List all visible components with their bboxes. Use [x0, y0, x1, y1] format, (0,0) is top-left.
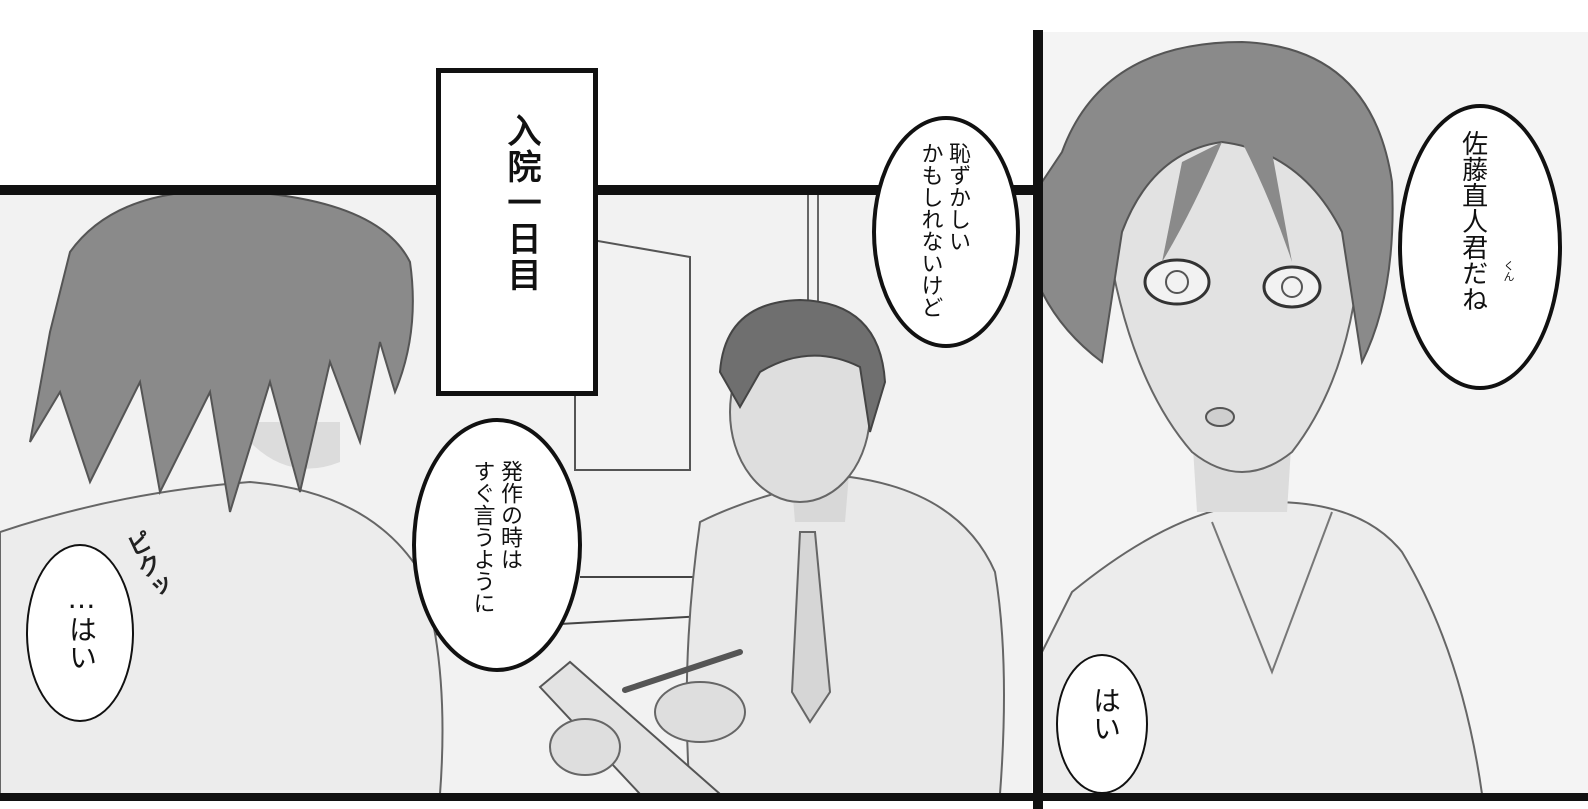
caption-box: 入院一日目	[436, 68, 598, 396]
speech-bubble-reply-right: はい	[1056, 654, 1148, 794]
speech-text-reply-left: …はい	[65, 582, 98, 671]
speech-bubble-reply-left: …はい	[26, 544, 134, 722]
speech-text-embarrassed: 恥ずかしい かもしれないけど	[917, 142, 971, 318]
speech-bubble-name: 佐藤直人君だね くん	[1398, 104, 1562, 390]
caption-text: 入院一日目	[501, 113, 541, 293]
speech-bubble-seizure: 発作の時は すぐ言うように	[412, 418, 582, 672]
speech-text-name: 佐藤直人君だね	[1457, 130, 1488, 312]
speech-text-reply-right: はい	[1089, 686, 1122, 742]
speech-text-name-ruby: くん	[1502, 260, 1515, 282]
speech-bubble-embarrassed: 恥ずかしい かもしれないけど	[872, 116, 1020, 348]
speech-text-seizure: 発作の時は すぐ言うように	[469, 460, 523, 614]
